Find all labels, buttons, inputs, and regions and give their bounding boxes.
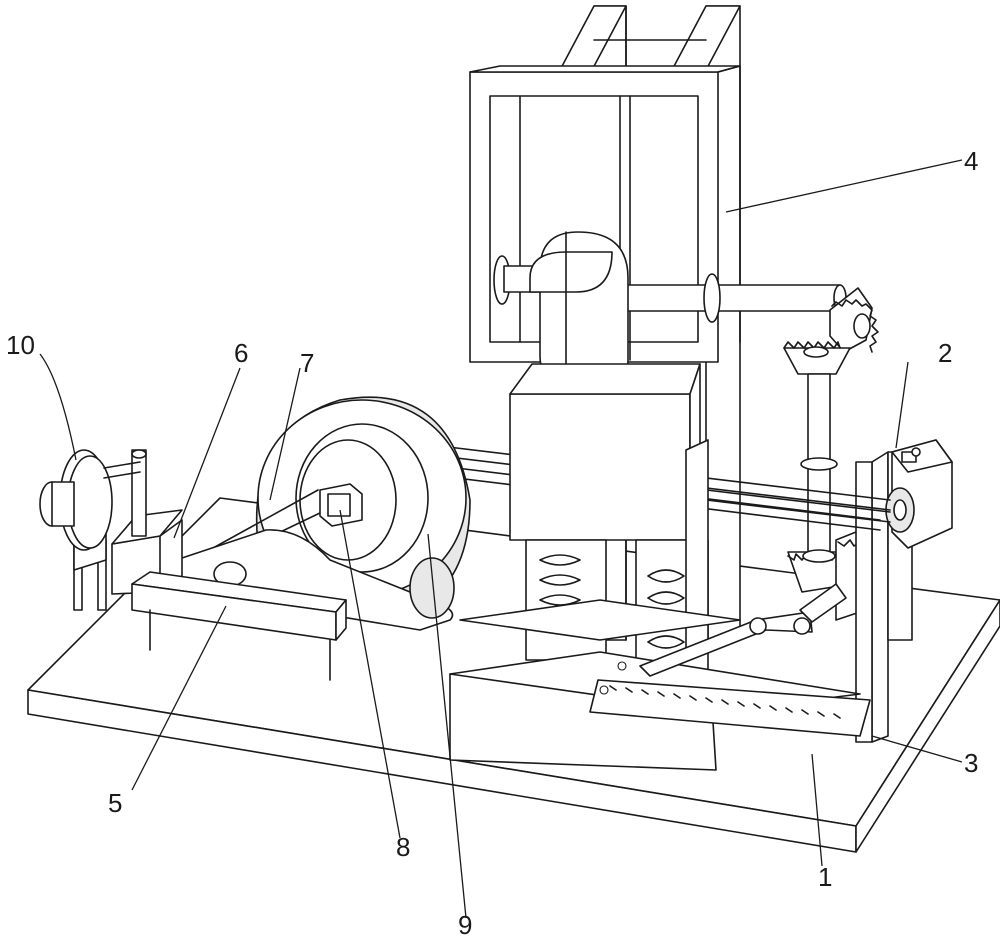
linkage [639,583,847,677]
label-4: 4 [964,146,978,176]
wheel-support [175,529,455,631]
label-10: 10 [6,330,35,360]
upper-bevel-gears [783,287,879,375]
label-8: 8 [396,832,410,862]
label-6: 6 [234,338,248,368]
label-9: 9 [458,910,472,940]
cam [529,231,629,393]
label-5: 5 [108,788,122,818]
leader-lines [39,159,963,919]
hub [319,483,363,527]
vertical-shaft [800,373,838,575]
rail [131,571,347,681]
reference-labels: 1 2 3 4 5 6 7 8 9 10 [6,146,978,940]
cam-shaft [493,255,847,323]
label-2: 2 [938,338,952,368]
end-assembly [39,449,147,611]
label-3: 3 [964,748,978,778]
motor [885,439,953,549]
slider-housing [509,363,709,671]
label-1: 1 [818,862,832,892]
label-7: 7 [300,348,314,378]
rack-base [449,599,871,771]
